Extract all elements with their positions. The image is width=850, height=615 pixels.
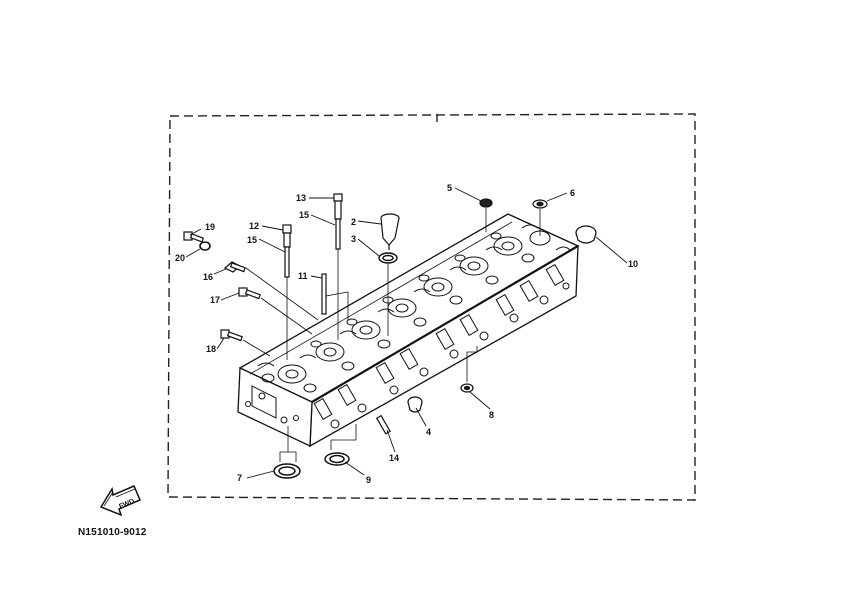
callout-15-b: 15	[247, 235, 257, 245]
callout-13: 13	[296, 193, 306, 203]
callout-9: 9	[366, 475, 371, 485]
part-19-bolt	[183, 231, 205, 243]
part-9-seal	[324, 452, 350, 466]
callout-15-a: 15	[299, 210, 309, 220]
fwd-arrow-icon	[99, 485, 141, 517]
leader-lines	[185, 187, 628, 479]
fwd-direction-arrow: FWD	[99, 485, 141, 517]
part-6-cap	[532, 199, 548, 209]
callout-2: 2	[351, 217, 356, 227]
callout-5: 5	[447, 183, 452, 193]
callout-6: 6	[570, 188, 575, 198]
head-side-ports	[313, 264, 570, 429]
callout-18: 18	[206, 344, 216, 354]
part-14-bolt	[375, 414, 391, 435]
callout-3: 3	[351, 234, 356, 244]
part-17-bolt	[238, 287, 261, 300]
head-end-face	[245, 385, 299, 424]
part-2-nozzle-holder	[380, 213, 400, 250]
callout-17: 17	[210, 295, 220, 305]
callout-19: 19	[205, 222, 215, 232]
part-10-cup-plug	[575, 225, 597, 244]
dashed-frame	[167, 113, 696, 501]
part-8-cap	[460, 383, 474, 393]
callout-8: 8	[489, 410, 494, 420]
callout-16: 16	[203, 272, 213, 282]
callout-7: 7	[237, 473, 242, 483]
callout-20: 20	[175, 253, 185, 263]
callout-10: 10	[628, 259, 638, 269]
figure-code: N151010-9012	[78, 527, 147, 538]
part-13-stud	[333, 193, 343, 250]
part-16-clip	[223, 261, 246, 273]
part-20-washer	[199, 241, 211, 251]
callout-labels: 2 3 4 5 6 7 8 9 10 11 12 13 14 15 15 16 …	[175, 183, 638, 485]
part-18-bolt	[220, 329, 243, 342]
part-11-rod	[321, 273, 327, 315]
part-4-plug	[407, 396, 423, 413]
part-3-o-ring	[378, 252, 398, 264]
part-12-stud	[282, 224, 292, 278]
callout-14: 14	[389, 453, 399, 463]
callout-11: 11	[298, 271, 308, 281]
part-7-seal	[273, 463, 301, 479]
head-top-detail	[257, 224, 571, 393]
part-5-cap	[479, 198, 493, 208]
callout-12: 12	[249, 221, 259, 231]
callout-4: 4	[426, 427, 431, 437]
